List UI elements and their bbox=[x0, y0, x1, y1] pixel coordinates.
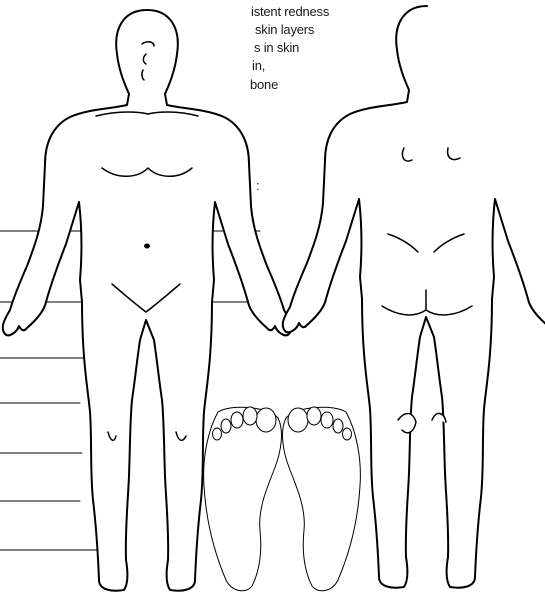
left-toe-3 bbox=[231, 412, 243, 428]
feet-soles bbox=[204, 407, 361, 591]
right-toe-3 bbox=[321, 412, 333, 428]
right-toe-2 bbox=[307, 407, 321, 425]
left-sole[interactable] bbox=[204, 407, 282, 591]
left-toe-5 bbox=[213, 428, 222, 440]
front-navel bbox=[145, 245, 149, 248]
left-toe-big bbox=[256, 408, 276, 432]
right-toe-5 bbox=[343, 428, 352, 440]
left-toe-2 bbox=[243, 407, 257, 425]
right-sole[interactable] bbox=[283, 407, 361, 591]
right-toe-4 bbox=[333, 419, 343, 433]
left-toe-4 bbox=[221, 419, 231, 433]
right-toe-big bbox=[288, 408, 308, 432]
